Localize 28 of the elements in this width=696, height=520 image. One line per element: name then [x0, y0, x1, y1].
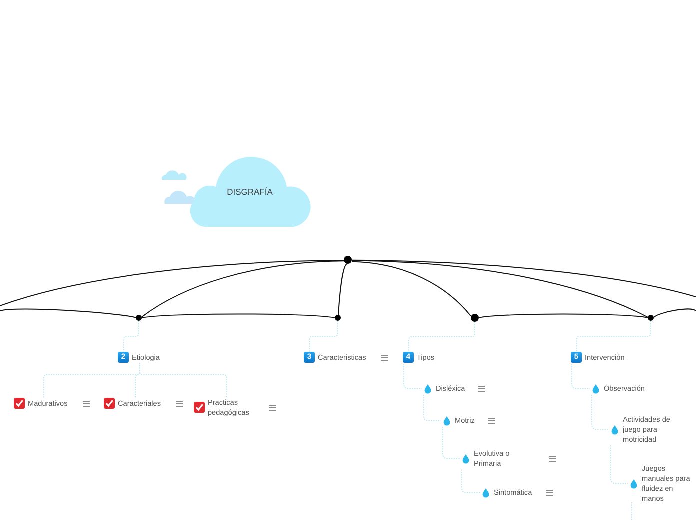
junction-dot — [471, 314, 479, 322]
dotted-connector — [408, 322, 476, 352]
dotted-connector — [310, 320, 338, 352]
dotted-connector — [610, 445, 628, 484]
curved-connector — [338, 264, 348, 316]
curved-connector — [478, 314, 648, 318]
junction-dot — [344, 256, 352, 264]
dotted-connector — [592, 394, 610, 430]
dotted-connector — [140, 362, 228, 398]
curved-connector — [654, 308, 696, 318]
junction-dot — [335, 315, 341, 321]
junction-dot — [648, 315, 654, 321]
dotted-connector — [442, 426, 460, 460]
curved-connector — [142, 260, 344, 318]
dotted-connector — [572, 364, 590, 390]
curved-connector — [352, 260, 648, 318]
topic-title: DISGRAFÍA — [227, 187, 273, 197]
curved-connector — [352, 261, 472, 317]
curved-connector — [0, 260, 344, 306]
curved-connector — [352, 260, 696, 298]
dotted-connector — [576, 320, 652, 352]
curved-connector — [0, 308, 136, 318]
dotted-connector — [124, 320, 140, 352]
dotted-connector — [462, 469, 480, 494]
junction-dot — [136, 315, 142, 321]
curved-connector — [142, 314, 336, 318]
dotted-connector — [404, 364, 422, 390]
dotted-connector — [424, 394, 442, 422]
